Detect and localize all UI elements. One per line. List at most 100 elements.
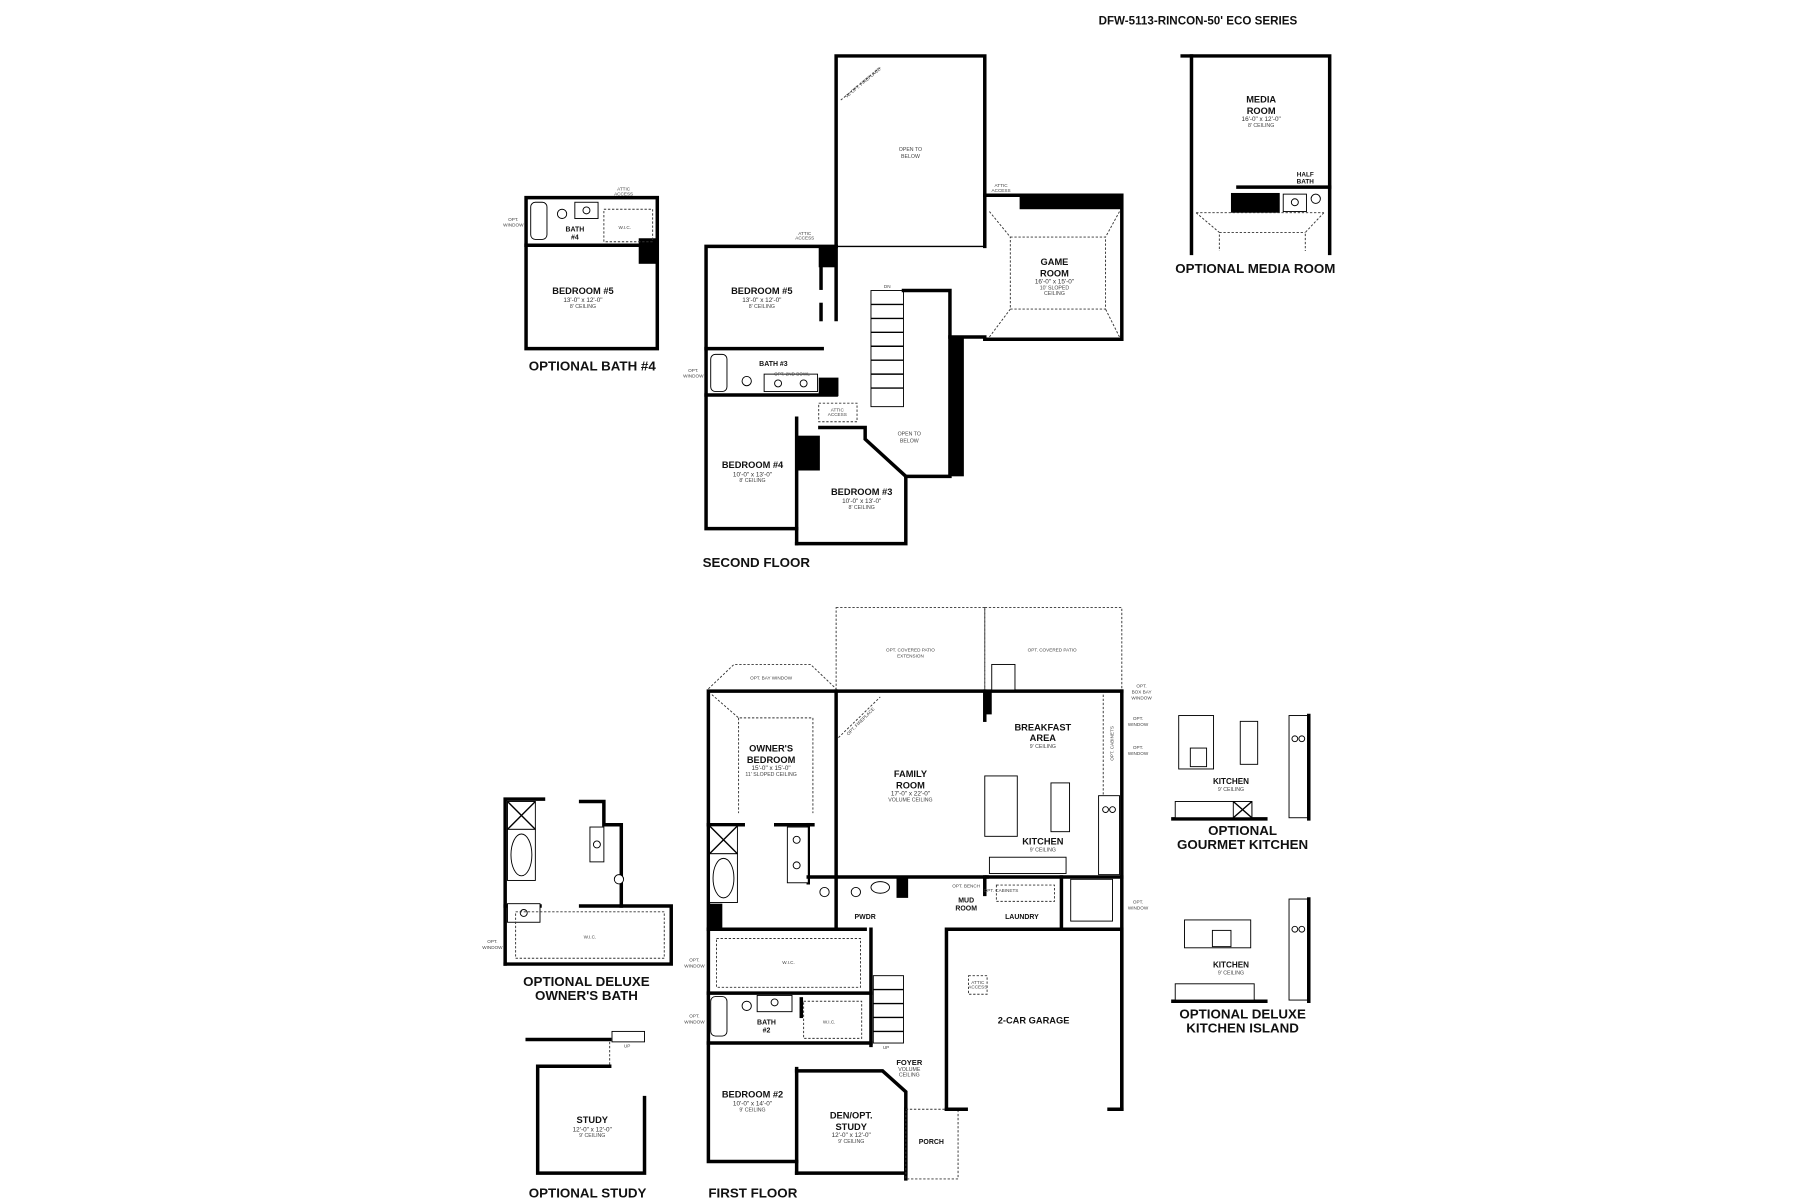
- study-label: STUDY: [577, 1115, 609, 1125]
- optional-bath4-label: OPTIONAL BATH #4: [529, 359, 657, 374]
- box-bay-label: OPT.: [1136, 684, 1146, 689]
- opt-window-label: OPT.: [508, 217, 518, 222]
- bedroom5-label: BEDROOM #5: [552, 286, 613, 296]
- second-floor: W/ OPT. FIREPLACE OPEN TO BELOW GAME ROO…: [683, 54, 1124, 570]
- media-room-label: ROOM: [1247, 106, 1276, 116]
- first-floor: OPT. COVERED PATIO EXTENSION OPT. COVERE…: [684, 607, 1152, 1200]
- bedroom4-dims: 10'-0" x 13'-0": [733, 471, 772, 478]
- optional-study: UP STUDY 12'-0" x 12'-0" 9' CEILING OPTI…: [525, 1030, 647, 1200]
- owners-bedroom-ceiling: 11' SLOPED CEILING: [745, 772, 796, 778]
- attic-access-label: ACCESS: [968, 984, 987, 989]
- bay-window-label: OPT. BAY WINDOW: [750, 676, 793, 681]
- first-floor-label: FIRST FLOOR: [708, 1185, 797, 1200]
- bedroom3-dims: 10'-0" x 13'-0": [842, 498, 881, 505]
- open-to-below-label: BELOW: [901, 154, 920, 160]
- attic-access-label: ACCESS: [795, 235, 814, 240]
- opt-window-label: WINDOW: [1128, 905, 1149, 910]
- half-bath-label: BATH: [1297, 179, 1315, 186]
- attic-access-label: ACCESS: [828, 412, 847, 417]
- bedroom3-ceiling: 8' CEILING: [849, 505, 875, 511]
- family-room-label: ROOM: [896, 781, 925, 791]
- stair-treads: [870, 303, 904, 389]
- opt-window-label: OPT.: [1133, 716, 1143, 721]
- media-room-dims: 16'-0" x 12'-0": [1242, 116, 1281, 123]
- optional-deluxe-kitchen-island-label: OPTIONAL DELUXE: [1179, 1007, 1306, 1022]
- kitchen-ceiling: 9' CEILING: [1030, 847, 1056, 853]
- optional-media-room-label: OPTIONAL MEDIA ROOM: [1175, 261, 1335, 276]
- open-to-below-label: OPEN TO: [899, 147, 922, 153]
- optional-bath-4: BATH #4 W.I.C. ATTIC ACCESS OPT. WINDOW …: [503, 187, 660, 374]
- opt-window-label: OPT.: [1133, 900, 1143, 905]
- optional-deluxe-owners-bath: W.I.C. OPT. WINDOW OPTIONAL DELUXE OWNER…: [482, 797, 673, 1003]
- bedroom4-label: BEDROOM #4: [722, 460, 784, 470]
- garage-label: 2-CAR GARAGE: [998, 1015, 1070, 1025]
- attic-access-label: ACCESS: [614, 191, 633, 196]
- optional-deluxe-kitchen-island: KITCHEN 9' CEILING OPTIONAL DELUXE KITCH…: [1171, 897, 1311, 1036]
- bedroom5-ceiling: 8' CEILING: [749, 304, 775, 310]
- second-bowl-note: OPT. 2ND BOWL: [774, 371, 810, 376]
- opt-window-label: OPT.: [689, 1013, 699, 1018]
- attic-access-label: ATTIC: [798, 231, 812, 236]
- opt-window-label: WINDOW: [1128, 722, 1149, 727]
- game-room-label: ROOM: [1040, 269, 1069, 279]
- opt-window-label: OPT.: [1133, 745, 1143, 750]
- box-bay-label: BOX BAY: [1132, 689, 1152, 694]
- attic-access-label: ACCESS: [992, 188, 1011, 193]
- game-room-dims: 16'-0" x 15'-0": [1035, 279, 1074, 286]
- wic-label: W.I.C.: [584, 935, 597, 940]
- second-floor-label: SECOND FLOOR: [703, 555, 811, 570]
- den-dims: 12'-0" x 12'-0": [832, 1132, 871, 1139]
- opt-window-label: WINDOW: [503, 223, 524, 228]
- optional-gourmet-kitchen-label: GOURMET KITCHEN: [1177, 837, 1308, 852]
- gourmet-kitchen-label: KITCHEN: [1213, 777, 1249, 786]
- game-room-ceiling: CEILING: [1044, 291, 1065, 297]
- patio-extension-label: OPT. COVERED PATIO: [886, 648, 935, 653]
- opt-cabinets-label: OPT. CABINETS: [1110, 726, 1115, 761]
- attic-access-label: ATTIC: [617, 187, 631, 192]
- bedroom5-ceiling: 8' CEILING: [570, 304, 596, 310]
- open-to-below-label: BELOW: [900, 439, 919, 445]
- family-room-ceiling: VOLUME CEILING: [888, 797, 932, 803]
- optional-gourmet-kitchen: KITCHEN 9' CEILING OPTIONAL GOURMET KITC…: [1171, 713, 1311, 852]
- bedroom5-dims: 13'-0" x 12'-0": [742, 297, 781, 304]
- study-ceiling: 9' CEILING: [579, 1133, 605, 1139]
- covered-patio-label: OPT. COVERED PATIO: [1028, 648, 1077, 653]
- bedroom4-ceiling: 8' CEILING: [739, 478, 765, 484]
- game-room-label: GAME: [1041, 257, 1069, 267]
- laundry-label: LAUNDRY: [1005, 914, 1039, 921]
- foyer-label: FOYER: [896, 1058, 923, 1067]
- optional-media-room: MEDIA ROOM 16'-0" x 12'-0" 8' CEILING HA…: [1175, 54, 1335, 276]
- foyer-ceiling: VOLUME: [898, 1067, 921, 1073]
- stair-up-label: UP: [624, 1044, 630, 1049]
- fireplace-note: W/ OPT. FIREPLACE: [844, 67, 881, 99]
- bedroom2-ceiling: 9' CEILING: [739, 1108, 765, 1114]
- kitchen-label: KITCHEN: [1022, 836, 1064, 846]
- opt-window-label: WINDOW: [684, 1019, 705, 1024]
- wic-label: W.I.C.: [618, 225, 631, 230]
- owners-bedroom-label: OWNER'S: [749, 744, 793, 754]
- opt-bench-label: OPT. BENCH: [952, 883, 980, 888]
- box-bay-label: WINDOW: [1131, 695, 1152, 700]
- open-to-below-label: OPEN TO: [898, 432, 921, 438]
- owners-bedroom-dims: 15'-0" x 15'-0": [751, 765, 790, 772]
- family-room-label: FAMILY: [894, 769, 928, 779]
- bath2-label: BATH: [757, 1019, 776, 1026]
- stair-dn-label: DN: [884, 284, 891, 289]
- breakfast-area-label: BREAKFAST: [1014, 723, 1071, 733]
- attic-access-label: ATTIC: [995, 183, 1009, 188]
- half-bath-label: HALF: [1297, 172, 1314, 179]
- optional-deluxe-owners-bath-label: OPTIONAL DELUXE: [523, 974, 650, 989]
- game-room-ceiling: 10' SLOPED: [1040, 285, 1070, 291]
- opt-window-label: OPT.: [689, 958, 699, 963]
- optional-deluxe-owners-bath-label: OWNER'S BATH: [535, 988, 638, 1003]
- bedroom5-dims: 13'-0" x 12'-0": [563, 297, 602, 304]
- stair-up-label: UP: [883, 1045, 889, 1050]
- porch-label: PORCH: [919, 1139, 944, 1146]
- bedroom5-label: BEDROOM #5: [731, 286, 792, 296]
- foyer-ceiling: CEILING: [899, 1073, 920, 1079]
- optional-study-label: OPTIONAL STUDY: [529, 1185, 647, 1200]
- breakfast-area-label: AREA: [1030, 733, 1057, 743]
- bedroom3-label: BEDROOM #3: [831, 487, 892, 497]
- wic-label: W.I.C.: [823, 1019, 836, 1024]
- opt-window-label: OPT.: [688, 368, 698, 373]
